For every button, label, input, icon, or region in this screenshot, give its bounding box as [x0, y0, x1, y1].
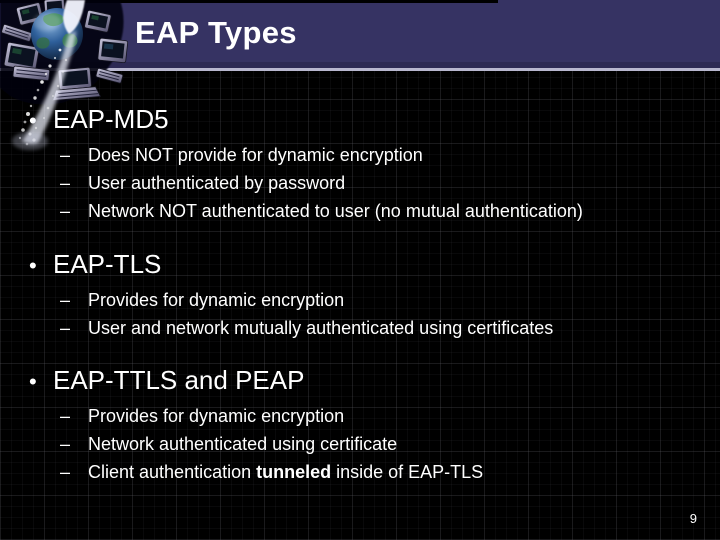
dash-icon: –: [60, 145, 71, 165]
bullet-section-eap-ttls-peap: • EAP-TTLS and PEAP – Provides for dynam…: [0, 364, 720, 486]
dash-icon: –: [60, 173, 71, 193]
sub-bullet-text: Does NOT provide for dynamic encryption: [88, 145, 423, 165]
page-number: 9: [689, 511, 697, 526]
slide-title: EAP Types: [135, 15, 297, 50]
section-heading: EAP-MD5: [53, 104, 169, 134]
sub-bullet: – Does NOT provide for dynamic encryptio…: [0, 141, 720, 169]
bullet-icon: •: [29, 253, 37, 278]
section-heading-row: • EAP-TLS: [0, 248, 720, 282]
dash-icon: –: [60, 406, 71, 426]
dash-icon: –: [60, 290, 71, 310]
sub-bullet: – User and network mutually authenticate…: [0, 314, 720, 342]
bullet-section-eap-md5: • EAP-MD5 – Does NOT provide for dynamic…: [0, 103, 720, 225]
sub-bullet-text: Provides for dynamic encryption: [88, 290, 345, 310]
title-box-top-edge: [0, 0, 498, 3]
sub-bullet-text: User authenticated by password: [88, 173, 346, 193]
title-bar-underline: [0, 68, 720, 71]
dash-icon: –: [60, 434, 71, 454]
sub-bullet-text-pre: Client authentication: [88, 462, 257, 482]
computers-globe-stream-graphic: [0, 0, 129, 150]
section-heading: EAP-TTLS and PEAP: [53, 365, 305, 395]
sub-bullet: – Client authentication tunneled inside …: [0, 458, 720, 486]
data-stream: [12, 0, 85, 150]
sub-bullet: – Provides for dynamic encryption: [0, 286, 720, 314]
bullet-section-eap-tls: • EAP-TLS – Provides for dynamic encrypt…: [0, 248, 720, 342]
section-heading-row: • EAP-TTLS and PEAP: [0, 364, 720, 398]
dash-icon: –: [60, 462, 71, 482]
sub-bullet: – Provides for dynamic encryption: [0, 402, 720, 430]
section-heading: EAP-TLS: [53, 249, 162, 279]
sub-bullet-text: Network authenticated using certificate: [88, 434, 398, 454]
sub-bullet: – User authenticated by password: [0, 169, 720, 197]
section-heading-row: • EAP-MD5: [0, 103, 720, 137]
dash-icon: –: [60, 201, 71, 221]
sub-bullet-text: Provides for dynamic encryption: [88, 406, 345, 426]
bullet-icon: •: [29, 369, 37, 394]
sub-bullet-text-post: inside of EAP-TLS: [331, 462, 484, 482]
title-bar-shade: [0, 62, 720, 68]
sub-bullet-text-bold: tunneled: [256, 462, 332, 482]
sub-bullet-text: Client authentication tunneled inside of…: [88, 458, 483, 486]
sub-bullet-text: Network NOT authenticated to user (no mu…: [88, 201, 583, 221]
dash-icon: –: [60, 318, 71, 338]
bullet-icon: •: [29, 108, 37, 133]
computer-ring: [1, 0, 129, 102]
sub-bullet: – Network authenticated using certificat…: [0, 430, 720, 458]
sub-bullet-text: User and network mutually authenticated …: [88, 318, 554, 338]
sub-bullet: – Network NOT authenticated to user (no …: [0, 197, 720, 225]
